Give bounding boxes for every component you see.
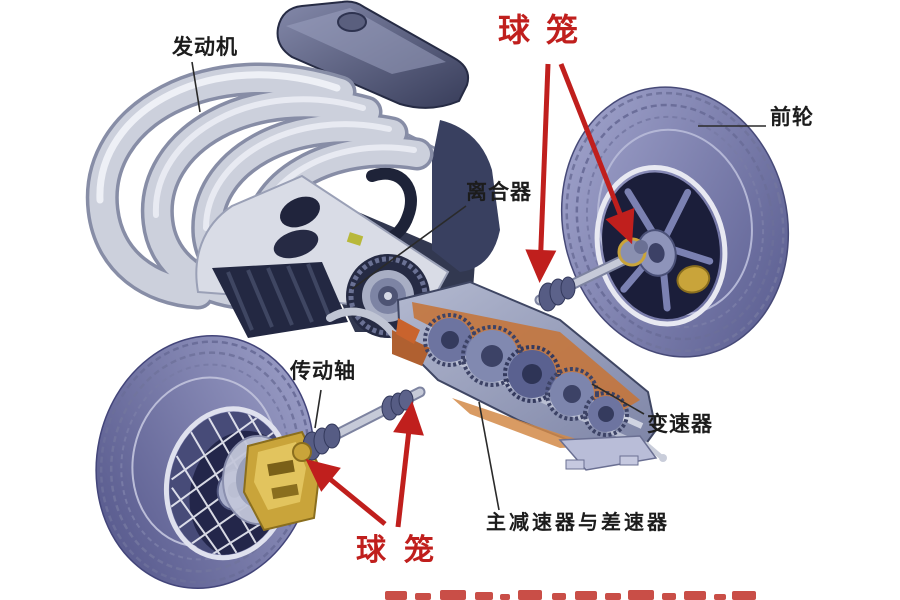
transmission-label: 变速器	[647, 412, 713, 436]
transmission-illustration	[326, 280, 667, 471]
drive-shaft-label: 传动轴	[290, 359, 356, 383]
orange-wedge	[396, 318, 420, 344]
drive-shaft-leader	[314, 389, 322, 429]
engine-label: 发动机	[172, 35, 238, 59]
clipped-red-text-strip	[385, 590, 756, 600]
clutch-label: 离合器	[466, 180, 532, 204]
cv-joint-bottom-label: 球笼	[356, 533, 452, 568]
cv-arrow-bottom-inner	[393, 401, 424, 528]
cv-joint-top-label: 球笼	[498, 11, 595, 49]
leader-lines	[191, 61, 766, 511]
transmission-leader	[591, 383, 645, 415]
cv-joint-arrows	[305, 63, 635, 528]
cv-arrow-top-inner	[525, 63, 557, 283]
oil-pan	[212, 262, 348, 338]
outer-cv-joint-left	[292, 442, 312, 462]
front-wheel-label: 前轮	[770, 105, 814, 129]
yellow-clip	[346, 232, 364, 246]
front-wheel-illustration	[560, 86, 790, 358]
gear-clusters	[423, 313, 629, 437]
engine-accessories	[432, 120, 500, 272]
drive-shaft-illustration	[292, 386, 426, 462]
cv-arrow-top-outer	[558, 63, 635, 245]
final-drive-leader	[478, 401, 500, 511]
engine-leader	[191, 61, 201, 113]
cv-arrow-bottom-outer	[305, 459, 387, 526]
final-drive-differential-label: 主减速器与差速器	[486, 510, 670, 534]
clutch-leader	[351, 205, 467, 290]
engine-illustration	[85, 0, 500, 338]
oil-cap	[337, 12, 367, 32]
